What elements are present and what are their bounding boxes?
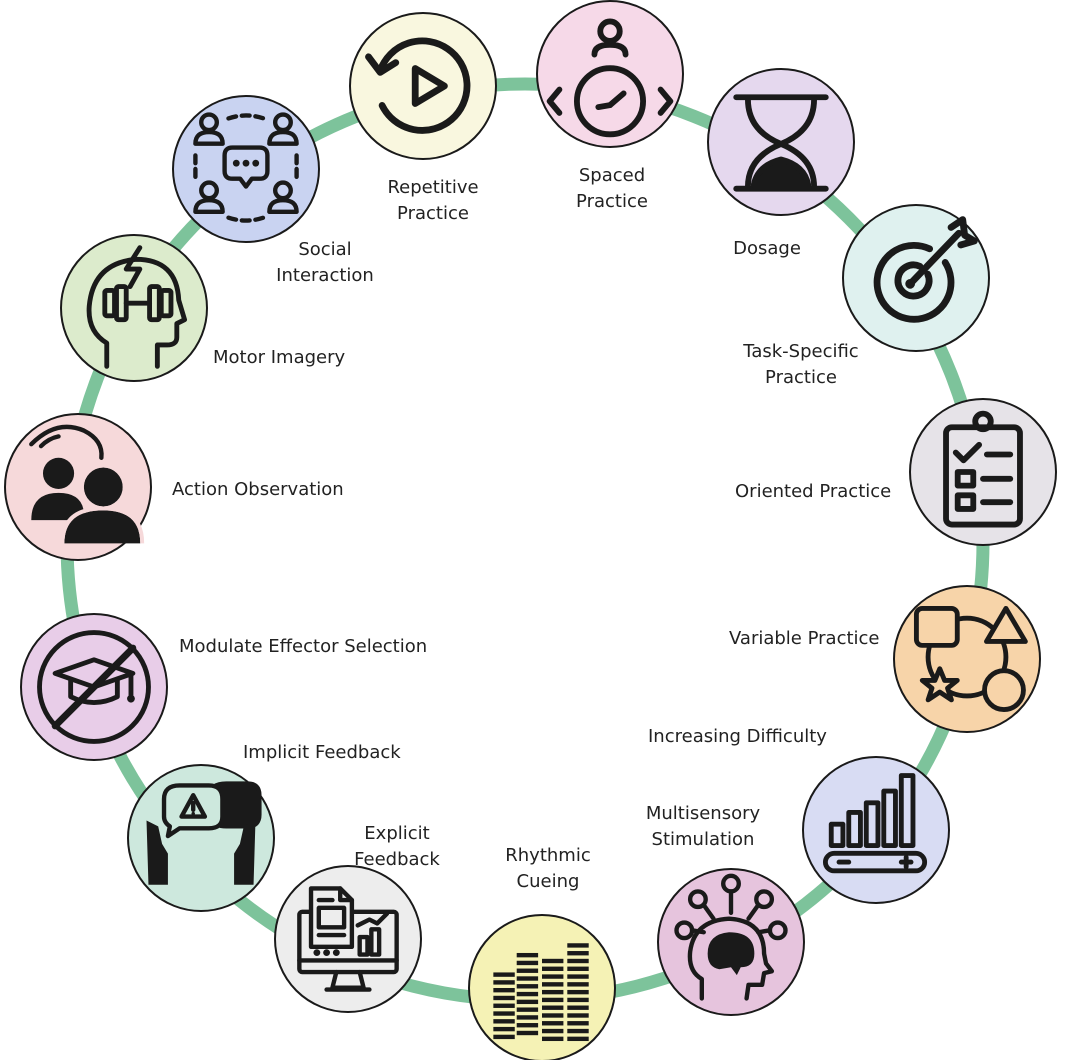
node-spaced-practice bbox=[536, 0, 684, 148]
people-observe-icon bbox=[29, 424, 145, 544]
label-explicit-feedback: Explicit Feedback bbox=[354, 821, 440, 873]
label-line: Implicit Feedback bbox=[243, 742, 401, 763]
label-line: Modulate Effector Selection bbox=[179, 636, 428, 657]
label-line: Motor Imagery bbox=[213, 347, 346, 368]
node-action-observation bbox=[4, 413, 152, 561]
label-line: Practice bbox=[765, 367, 837, 388]
stopwatch-person-icon bbox=[546, 18, 674, 138]
label-line: Spaced bbox=[578, 165, 646, 186]
label-increasing-difficulty: Increasing Difficulty bbox=[648, 724, 827, 750]
group-chat-icon bbox=[193, 112, 299, 223]
node-dosage bbox=[707, 68, 855, 216]
node-increasing-difficulty bbox=[802, 756, 950, 904]
head-brain-network-icon bbox=[674, 873, 788, 1001]
node-task-specific-practice bbox=[842, 204, 990, 352]
label-implicit-feedback: Implicit Feedback bbox=[243, 740, 401, 766]
label-line: Task-Specific bbox=[743, 341, 859, 362]
node-repetitive-practice bbox=[349, 12, 497, 160]
node-rhythmic-cueing bbox=[468, 914, 616, 1060]
label-line: Increasing Difficulty bbox=[648, 726, 827, 747]
node-explicit-feedback bbox=[274, 865, 422, 1013]
label-line: Cueing bbox=[516, 871, 580, 892]
label-multisensory-stimulation: Multisensory Stimulation bbox=[646, 801, 760, 853]
label-line: Dosage bbox=[733, 238, 801, 259]
head-dumbbell-icon bbox=[86, 245, 188, 369]
label-task-specific-practice: Task-Specific Practice bbox=[743, 339, 858, 391]
no-graduation-cap-icon bbox=[37, 630, 151, 744]
label-action-observation: Action Observation bbox=[172, 477, 344, 503]
label-motor-imagery: Motor Imagery bbox=[213, 345, 345, 371]
label-line: Rhythmic bbox=[505, 845, 591, 866]
label-variable-practice: Variable Practice bbox=[729, 626, 880, 652]
monitor-document-icon bbox=[297, 886, 399, 992]
label-line: Feedback bbox=[354, 849, 440, 870]
shapes-icon bbox=[913, 605, 1028, 713]
label-rhythmic-cueing: Rhythmic Cueing bbox=[505, 843, 590, 895]
bar-slider-icon bbox=[822, 773, 928, 874]
node-variable-practice bbox=[893, 585, 1041, 733]
label-spaced-practice: Spaced Practice bbox=[576, 163, 648, 215]
warning-speech-icon bbox=[146, 781, 262, 885]
checklist-clipboard-icon bbox=[943, 410, 1023, 528]
label-line: Multisensory bbox=[645, 803, 761, 824]
label-oriented-practice: Oriented Practice bbox=[735, 479, 891, 505]
label-modulate-effector-selection: Modulate Effector Selection bbox=[179, 634, 427, 660]
node-social-interaction bbox=[172, 95, 320, 243]
label-line: Interaction bbox=[276, 265, 374, 286]
label-line: Practice bbox=[397, 203, 469, 224]
equalizer-icon bbox=[493, 943, 589, 1042]
label-social-interaction: Social Interaction bbox=[276, 237, 374, 289]
hourglass-icon bbox=[733, 94, 829, 192]
label-line: Practice bbox=[576, 191, 648, 212]
label-line: Action Observation bbox=[172, 479, 344, 500]
node-modulate-effector-selection bbox=[20, 613, 168, 761]
node-implicit-feedback bbox=[127, 764, 275, 912]
node-multisensory-stimulation bbox=[657, 868, 805, 1016]
label-line: Repetitive bbox=[387, 177, 479, 198]
replay-icon bbox=[365, 37, 471, 134]
label-repetitive-practice: Repetitive Practice bbox=[387, 175, 478, 227]
label-line: Explicit bbox=[364, 823, 430, 844]
label-line: Variable Practice bbox=[729, 628, 880, 649]
node-oriented-practice bbox=[909, 398, 1057, 546]
label-line: Oriented Practice bbox=[735, 481, 892, 502]
target-arrow-icon bbox=[873, 216, 978, 323]
label-dosage: Dosage bbox=[733, 236, 801, 262]
label-line: Stimulation bbox=[651, 829, 755, 850]
label-line: Social bbox=[298, 239, 352, 260]
node-motor-imagery bbox=[60, 234, 208, 382]
